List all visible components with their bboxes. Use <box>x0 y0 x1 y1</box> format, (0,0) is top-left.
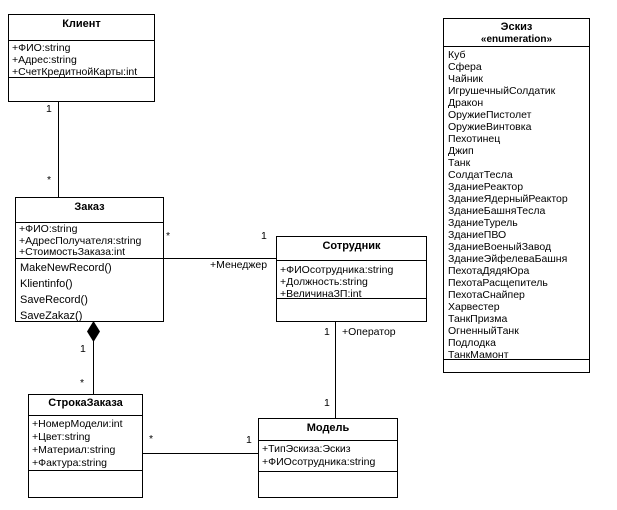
enum-value-item: Джип <box>448 145 474 157</box>
class-order-attributes: +ФИО:string+АдресПолучателя:string+Стоим… <box>16 222 163 258</box>
attribute-item: +ФИОсотрудника:string <box>262 456 376 468</box>
class-employee-attributes: +ФИОсотрудника:string+Должность:string+В… <box>277 260 426 298</box>
class-client: Клиент +ФИО:string+Адрес:string+СчетКред… <box>8 14 155 102</box>
enum-value-item: ЗданиеРеактор <box>448 181 524 193</box>
enum-value-item: СолдатТесла <box>448 169 513 181</box>
attribute-item: +НомерМодели:int <box>32 418 123 430</box>
enum-value-item: ЗданиеТурель <box>448 217 518 229</box>
class-model: Модель +ТипЭскиза:Эскиз+ФИОсотрудника:st… <box>258 418 398 498</box>
class-employee-operations <box>277 298 426 321</box>
class-order: Заказ +ФИО:string+АдресПолучателя:string… <box>15 197 164 322</box>
multiplicity-employee-end-model-assoc: 1 <box>324 326 330 338</box>
enum-value-item: ЗданиеЯдерныйРеактор <box>448 193 568 205</box>
class-client-attributes: +ФИО:string+Адрес:string+СчетКредитнойКа… <box>9 40 154 77</box>
attribute-item: +Должность:string <box>280 276 368 288</box>
enum-value-item: ЗданиеБашняТесла <box>448 205 546 217</box>
association-orderline-model <box>143 453 258 454</box>
operation-item: Klientinfo() <box>20 278 73 290</box>
multiplicity-order-end-employee-assoc: * <box>166 230 171 242</box>
class-orderline-name: СтрокаЗаказа <box>48 397 123 409</box>
enum-value-item: ТанкПризма <box>448 313 508 325</box>
class-client-name: Клиент <box>62 18 101 30</box>
class-orderline-operations <box>29 470 142 497</box>
enum-value-item: ЗданиеПВО <box>448 229 507 241</box>
enum-value-item: Танк <box>448 157 471 169</box>
attribute-item: +АдресПолучателя:string <box>19 234 142 247</box>
multiplicity-order-end-composition: 1 <box>80 343 86 355</box>
enum-value-item: ЗданиеВоеныйЗавод <box>448 241 552 253</box>
enum-value-item: ПехотаРасщепитель <box>448 277 548 289</box>
multiplicity-orderline-end-composition: * <box>80 377 85 389</box>
attribute-item: +Цвет:string <box>32 431 91 443</box>
multiplicity-model-end-employee-assoc: 1 <box>324 397 330 409</box>
enum-value-item: Харвестер <box>448 301 500 313</box>
class-order-name: Заказ <box>74 201 105 213</box>
class-model-attributes: +ТипЭскиза:Эскиз+ФИОсотрудника:string <box>259 440 397 471</box>
multiplicity-orderline-end-model-assoc: * <box>149 433 154 445</box>
composition-order-orderline <box>93 322 94 394</box>
enumeration-sketch-header: Эскиз «enumeration» <box>444 19 589 46</box>
enum-value-item: Пехотинец <box>448 133 501 145</box>
enum-value-item: ОружиеПистолет <box>448 109 532 121</box>
composition-diamond-icon <box>87 321 100 342</box>
attribute-item: +Материал:string <box>32 444 116 456</box>
attribute-item: +СчетКредитнойКарты:int <box>12 66 138 77</box>
enum-value-item: ЗданиеЭйфелеваБашня <box>448 253 568 265</box>
enum-value-item: ТанкМамонт <box>448 349 509 359</box>
enumeration-stereotype: «enumeration» <box>480 34 553 45</box>
multiplicity-order-end-client-assoc: * <box>47 174 52 186</box>
operation-item: SaveZakaz() <box>20 310 83 321</box>
multiplicity-employee-end-order-assoc: 1 <box>261 230 267 242</box>
enum-value-item: ИгрушечныйСолдатик <box>448 85 556 97</box>
multiplicity-model-end-orderline-assoc: 1 <box>246 434 252 446</box>
enum-value-item: ПехотаСнайпер <box>448 289 525 301</box>
enum-value-item: ОгненныйТанк <box>448 325 519 337</box>
enumeration-sketch-name: Эскиз <box>500 21 533 33</box>
enum-value-item: Дракон <box>448 97 484 109</box>
attribute-item: +Фактура:string <box>32 457 107 469</box>
role-label-operator: +Оператор <box>342 326 396 338</box>
attribute-item: +ФИОсотрудника:string <box>280 264 394 276</box>
class-orderline-attributes: +НомерМодели:int+Цвет:string+Материал:st… <box>29 415 142 470</box>
class-employee-name: Сотрудник <box>322 240 381 252</box>
class-order-operations: MakeNewRecord() Klientinfo() SaveRecord() S… <box>16 258 163 321</box>
enumeration-sketch-empty <box>444 359 589 372</box>
enum-value-item: ПехотаДядяЮра <box>448 265 530 277</box>
attribute-item: +ВеличинаЗП:int <box>280 288 362 298</box>
association-order-employee <box>164 258 276 259</box>
operation-item: SaveRecord() <box>20 294 88 306</box>
class-model-operations <box>259 471 397 497</box>
class-model-name: Модель <box>306 422 350 434</box>
enum-value-item: Подлодка <box>448 337 496 349</box>
class-client-operations <box>9 77 154 101</box>
enum-value-item: ОружиеВинтовка <box>448 121 532 133</box>
class-orderline: СтрокаЗаказа +НомерМодели:int+Цвет:strin… <box>28 394 143 498</box>
attribute-item: +ФИО:string <box>12 42 71 54</box>
association-employee-model <box>335 322 336 418</box>
association-client-order <box>58 102 59 197</box>
attribute-item: +СтоимостьЗаказа:int <box>19 246 126 258</box>
attribute-item: +ФИО:string <box>19 223 78 235</box>
attribute-item: +Адрес:string <box>12 54 77 66</box>
enum-value-item: Чайник <box>448 73 483 85</box>
role-label-manager: +Менеджер <box>210 259 268 271</box>
class-employee: Сотрудник +ФИОсотрудника:string+Должност… <box>276 236 427 322</box>
multiplicity-client-end: 1 <box>46 103 52 115</box>
enum-value-item: Сфера <box>448 61 482 73</box>
enum-value-item: Куб <box>448 49 466 61</box>
operation-item: MakeNewRecord() <box>20 262 112 274</box>
attribute-item: +ТипЭскиза:Эскиз <box>262 443 351 455</box>
